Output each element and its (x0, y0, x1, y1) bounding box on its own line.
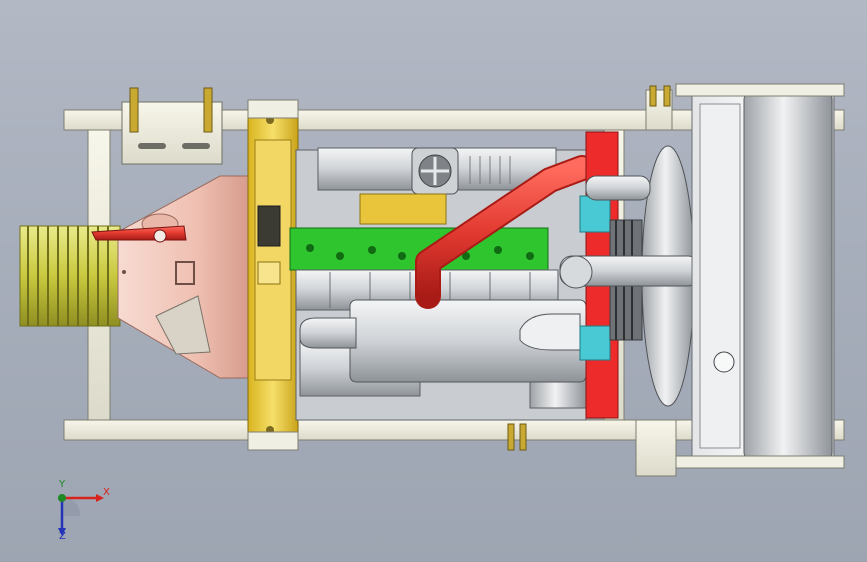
x-axis-label: X (103, 487, 110, 498)
flywheel-housing[interactable] (247, 99, 299, 451)
z-axis-label: Z (59, 531, 66, 542)
air-intake-pipe[interactable] (559, 175, 701, 289)
belt-pulley[interactable] (19, 225, 121, 327)
y-axis-label: Y (59, 479, 66, 490)
bell-housing[interactable] (117, 175, 249, 379)
fuel-pump-cap[interactable] (411, 147, 459, 195)
clutch-lever[interactable] (91, 225, 187, 243)
exhaust-pipe[interactable] (415, 155, 595, 309)
coordinate-triad: X Y Z (40, 478, 120, 548)
mounting-bracket-top[interactable] (121, 87, 223, 165)
triad-axes-icon (58, 494, 104, 536)
radiator[interactable] (675, 83, 845, 469)
exhaust-silencer[interactable] (299, 299, 587, 383)
frame-bolts (507, 85, 671, 451)
